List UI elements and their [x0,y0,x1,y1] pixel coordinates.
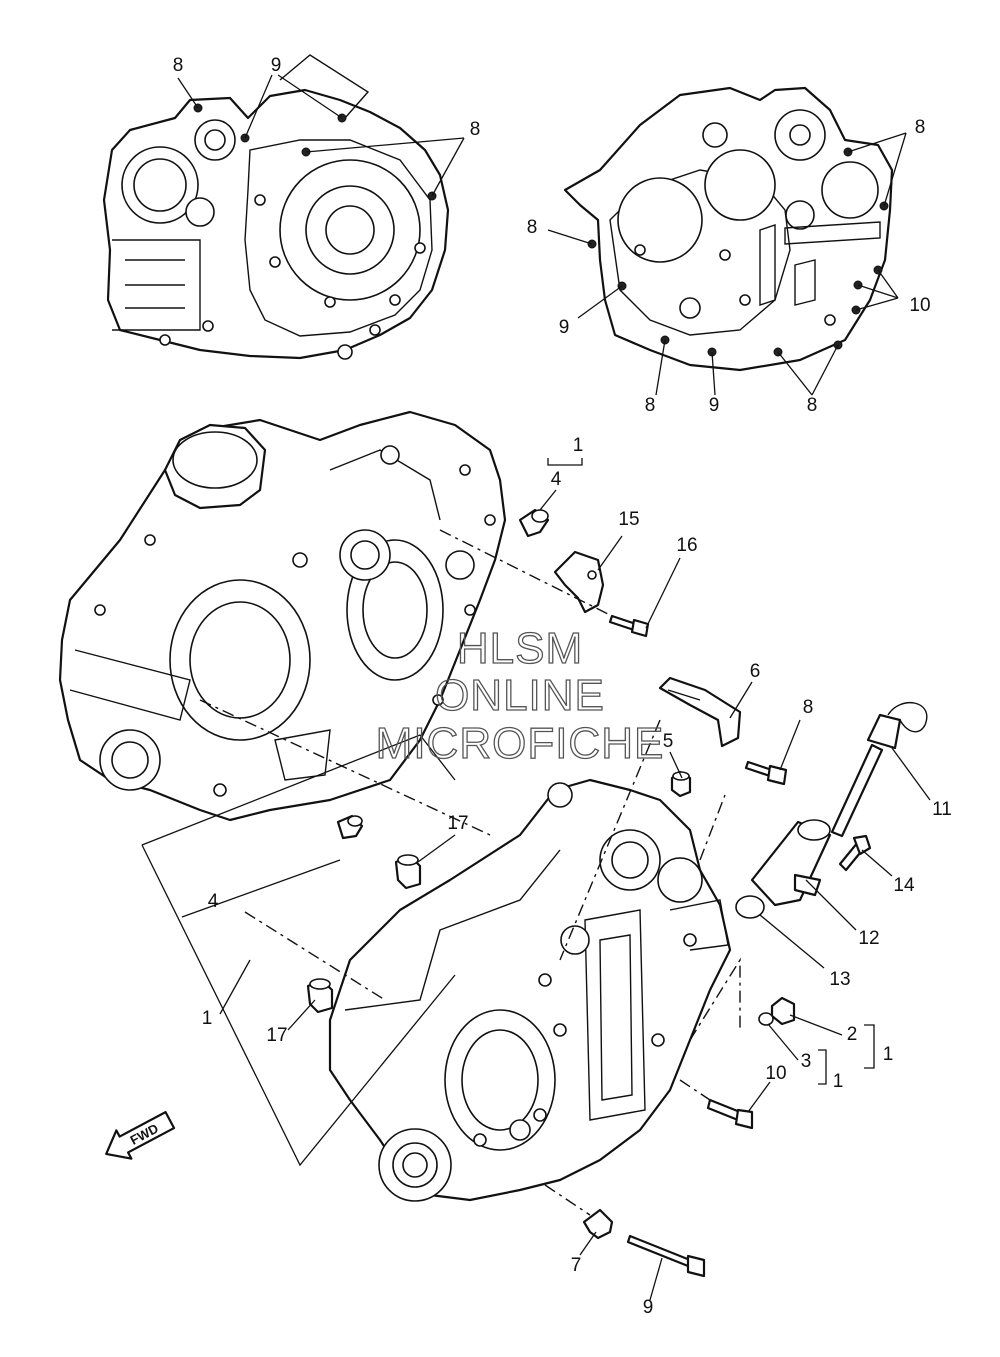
callout-17-a: 17 [447,813,468,834]
crankcase-left-half [58,410,507,822]
plug-2 [770,996,796,1026]
callout-tr-8b: 8 [527,217,538,238]
leader-lines [177,74,931,1301]
bolt-8-mid [744,760,788,786]
callout-tl-8a: 8 [173,55,184,76]
callout-17-b: 17 [266,1025,287,1046]
callout-9-bottom: 9 [643,1297,654,1318]
bolt-9-bottom [626,1234,706,1278]
alignment-lines [199,529,741,1216]
callout-15: 15 [618,509,639,530]
callout-tr-10: 10 [909,295,930,316]
fwd-direction-arrow: FWD [105,1111,176,1160]
callout-tr-8c: 8 [645,395,656,416]
dowel-17-a [394,854,422,890]
watermark-line2: ONLINE [435,671,605,720]
callout-tr-8a: 8 [915,117,926,138]
callout-tl-9: 9 [271,55,282,76]
callout-tr-8d: 8 [807,395,818,416]
callout-7: 7 [571,1255,582,1276]
callout-tr-9b: 9 [709,395,720,416]
dowel-pin-4-top [518,508,550,538]
assembly-brackets [141,458,875,1167]
bolt-14 [838,834,872,872]
callout-4-top: 4 [551,469,562,490]
dowel-pin-4-left [336,814,364,840]
pipe-12 [750,819,832,907]
callout-12: 12 [858,928,879,949]
dipstick-11 [830,701,928,838]
o-ring-13 [735,895,765,919]
callout-14: 14 [893,875,915,896]
callout-11: 11 [932,799,952,820]
callout-5: 5 [663,731,674,752]
plate-15 [553,550,605,614]
crankcase-right-half [328,778,732,1202]
callout-tr-9a: 9 [559,317,570,338]
callout-16: 16 [676,535,697,556]
callout-10: 10 [765,1063,786,1084]
callout-4-left: 4 [208,891,219,912]
bolt-16 [608,614,650,638]
callout-2: 2 [847,1024,858,1045]
bracket-7 [582,1208,614,1240]
callout-13: 13 [829,969,850,990]
callout-numbers: 8 9 8 8 8 9 10 8 9 8 1 4 15 16 6 8 5 11 … [173,55,952,1318]
callout-1-r1: 1 [883,1044,894,1065]
callout-tl-8b: 8 [470,119,481,140]
crankcase-right-inner-view [563,86,894,372]
crankcase-left-inner-view [102,54,450,360]
washer-3 [758,1012,774,1026]
watermark-line1: HLSM [457,624,583,673]
watermark-line3: MICROFICHE [376,719,665,768]
bolt-10 [706,1098,754,1130]
callout-8-mid: 8 [803,697,814,718]
callout-6: 6 [750,661,761,682]
guide-6 [658,676,742,748]
callout-3: 3 [801,1051,812,1072]
callout-1-left: 1 [202,1008,213,1029]
callout-1-r2: 1 [833,1071,844,1092]
dowel-17-b [306,978,334,1014]
watermark: HLSM ONLINE MICROFICHE [375,623,665,768]
callout-1-top: 1 [573,435,584,456]
